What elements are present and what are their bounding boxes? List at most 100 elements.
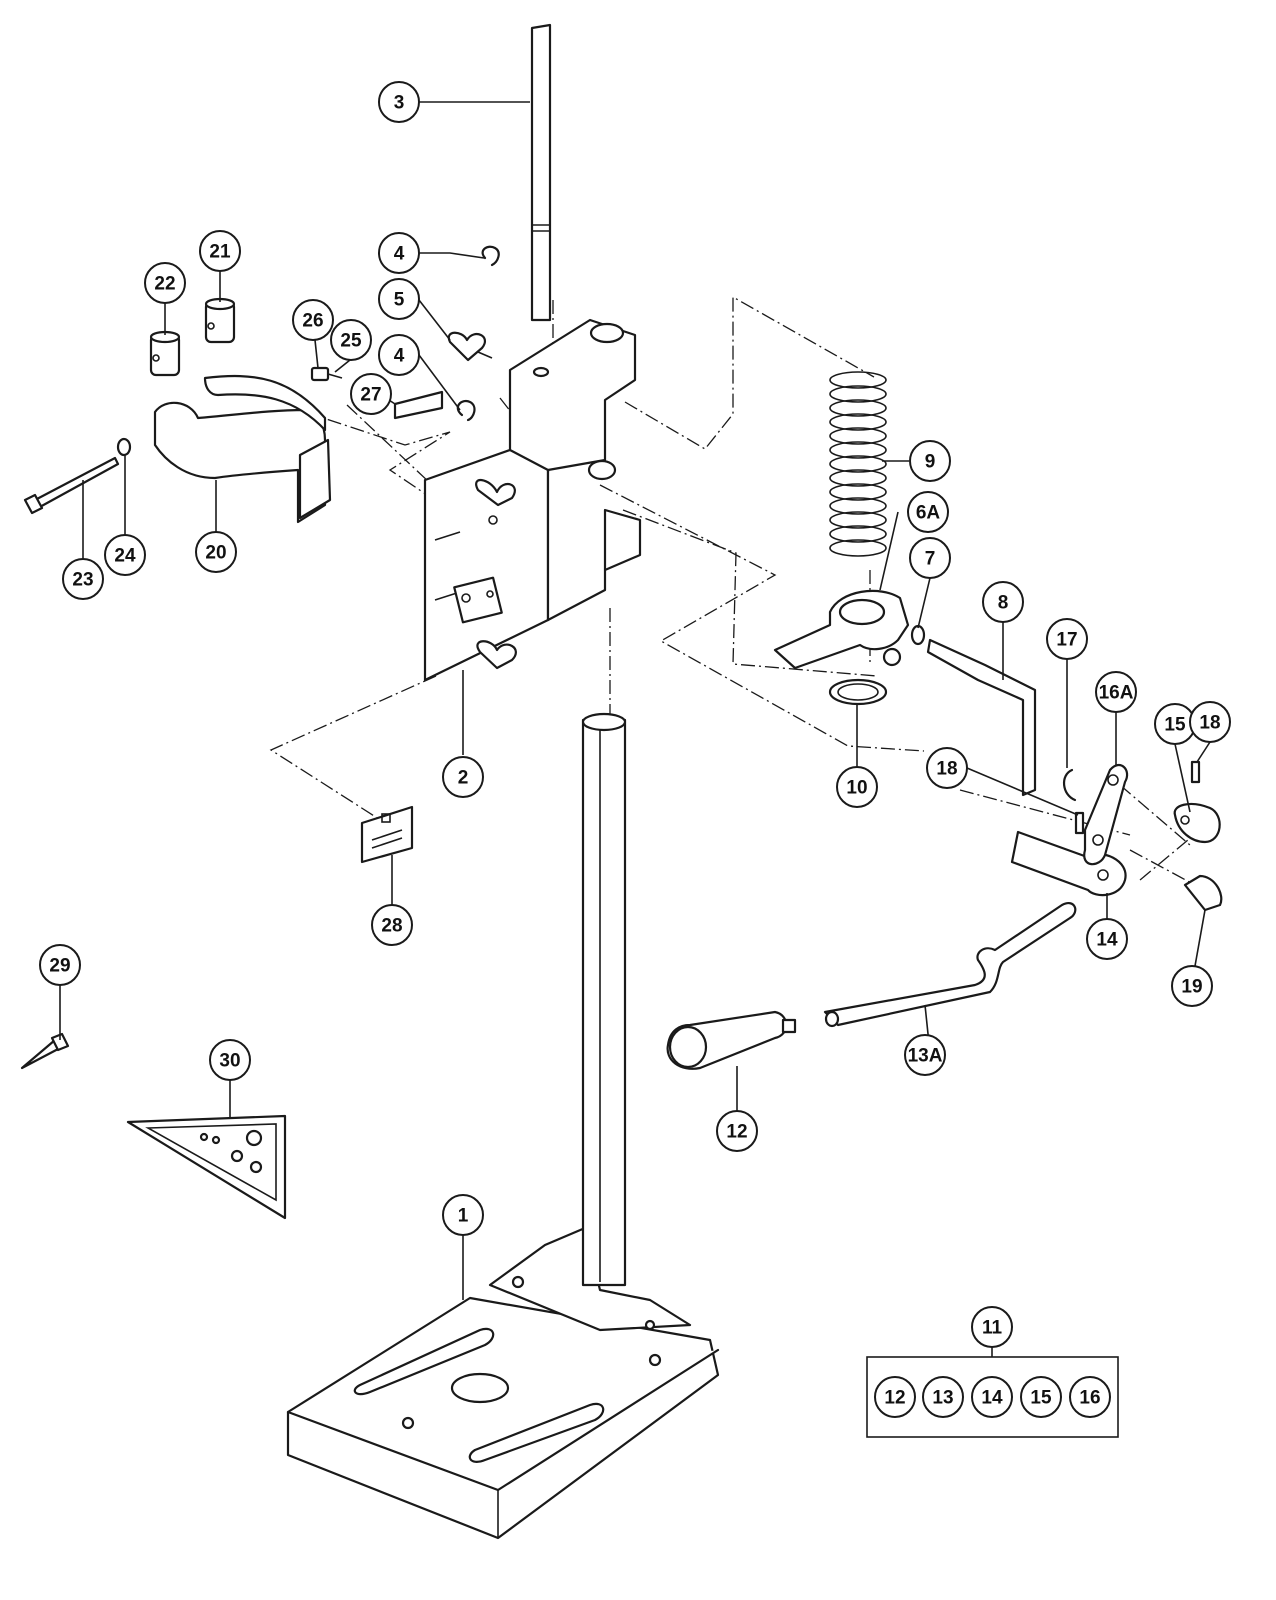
callout-2: 2 — [442, 756, 484, 798]
kit-item-13: 13 — [922, 1376, 964, 1418]
clip-part-17 — [1063, 768, 1077, 802]
svg-text:14: 14 — [1096, 930, 1118, 951]
kit-item-15: 15 — [1020, 1376, 1062, 1418]
svg-text:4: 4 — [394, 346, 405, 367]
callout-28: 28 — [371, 904, 413, 946]
callout-13a: 13A — [904, 1034, 946, 1076]
knob-part-15 — [1173, 802, 1221, 844]
callout-4-lower: 4 — [378, 334, 420, 376]
callout-16a: 16A — [1095, 671, 1137, 713]
rod-part-3 — [530, 23, 552, 322]
svg-text:16A: 16A — [1099, 683, 1134, 704]
svg-text:19: 19 — [1181, 977, 1202, 998]
screw-part-29 — [20, 1032, 70, 1070]
svg-text:30: 30 — [219, 1051, 240, 1072]
svg-text:6A: 6A — [916, 503, 941, 524]
svg-text:8: 8 — [998, 593, 1009, 614]
svg-text:2: 2 — [458, 768, 469, 789]
svg-text:7: 7 — [925, 549, 936, 570]
assembly-lines — [269, 295, 1201, 886]
svg-text:28: 28 — [381, 916, 402, 937]
svg-text:22: 22 — [154, 274, 175, 295]
svg-text:4: 4 — [394, 244, 405, 265]
callout-22: 22 — [144, 262, 186, 304]
svg-text:23: 23 — [72, 570, 93, 591]
lever-part-8 — [926, 638, 1037, 797]
bracket-part-6a — [773, 589, 910, 670]
svg-text:13: 13 — [932, 1388, 953, 1409]
svg-text:9: 9 — [925, 452, 936, 473]
pin-part-22 — [149, 330, 181, 377]
callout-25: 25 — [330, 319, 372, 361]
pin-part-21 — [204, 297, 236, 344]
callout-7: 7 — [909, 537, 951, 579]
link-plate-part-16a — [1083, 764, 1129, 866]
callout-4-upper: 4 — [378, 232, 420, 274]
callout-24: 24 — [104, 534, 146, 576]
callout-21: 21 — [199, 230, 241, 272]
ring-part-4-lower — [456, 399, 476, 422]
callout-19: 19 — [1171, 965, 1213, 1007]
svg-text:11: 11 — [982, 1318, 1003, 1339]
svg-text:12: 12 — [726, 1122, 747, 1143]
kit-item-16: 16 — [1069, 1376, 1111, 1418]
svg-text:17: 17 — [1056, 630, 1077, 651]
svg-text:13A: 13A — [908, 1046, 943, 1067]
bolt-part-23 — [23, 456, 120, 515]
callout-3: 3 — [378, 81, 420, 123]
kit-item-12: 12 — [874, 1376, 916, 1418]
callout-9: 9 — [909, 440, 951, 482]
clamp-part-20 — [153, 374, 332, 524]
callout-26: 26 — [292, 299, 334, 341]
callout-18-left: 18 — [926, 747, 968, 789]
callout-29: 29 — [39, 944, 81, 986]
callout-12: 12 — [716, 1110, 758, 1152]
gauge-part-30 — [126, 1114, 287, 1220]
handle-part-12 — [666, 1010, 797, 1070]
pin-part-18-upper — [1190, 760, 1201, 784]
svg-text:26: 26 — [302, 311, 323, 332]
svg-text:20: 20 — [205, 543, 226, 564]
screw-part-26 — [310, 366, 343, 382]
callout-8: 8 — [982, 581, 1024, 623]
svg-text:27: 27 — [360, 385, 381, 406]
column-and-base-part-1 — [286, 712, 720, 1540]
washer-part-24 — [116, 437, 132, 457]
callout-15: 15 — [1154, 703, 1196, 745]
kit-box-11: 12 13 14 15 16 — [866, 1356, 1119, 1438]
crank-part-13a — [823, 902, 1077, 1028]
svg-text:25: 25 — [340, 331, 362, 352]
callout-27: 27 — [350, 373, 392, 415]
svg-text:21: 21 — [209, 242, 231, 263]
callout-23: 23 — [62, 558, 104, 600]
svg-text:18: 18 — [936, 759, 957, 780]
svg-text:18: 18 — [1199, 713, 1220, 734]
svg-text:10: 10 — [846, 778, 867, 799]
callout-20: 20 — [195, 531, 237, 573]
ring-part-4-upper — [481, 245, 500, 267]
carriage-part-2 — [423, 318, 642, 682]
kit-item-14: 14 — [971, 1376, 1013, 1418]
svg-text:12: 12 — [884, 1388, 905, 1409]
svg-text:15: 15 — [1030, 1388, 1052, 1409]
callout-5: 5 — [378, 278, 420, 320]
svg-text:14: 14 — [981, 1388, 1003, 1409]
callout-10: 10 — [836, 766, 878, 808]
svg-text:24: 24 — [114, 546, 136, 567]
callout-18-right: 18 — [1189, 701, 1231, 743]
svg-text:29: 29 — [49, 956, 70, 977]
callout-30: 30 — [209, 1039, 251, 1081]
callout-11: 11 — [971, 1306, 1013, 1348]
svg-text:1: 1 — [458, 1206, 469, 1227]
svg-text:3: 3 — [394, 93, 405, 114]
nameplate-part-28 — [360, 805, 414, 864]
svg-text:15: 15 — [1164, 715, 1186, 736]
spring-part-9 — [829, 371, 887, 557]
leader-lines — [59, 101, 1211, 1357]
callout-1: 1 — [442, 1194, 484, 1236]
washer-part-7 — [910, 624, 926, 646]
washer-part-10 — [828, 678, 888, 706]
pin-part-18-lower — [1074, 811, 1085, 835]
label-part-27 — [393, 390, 444, 420]
